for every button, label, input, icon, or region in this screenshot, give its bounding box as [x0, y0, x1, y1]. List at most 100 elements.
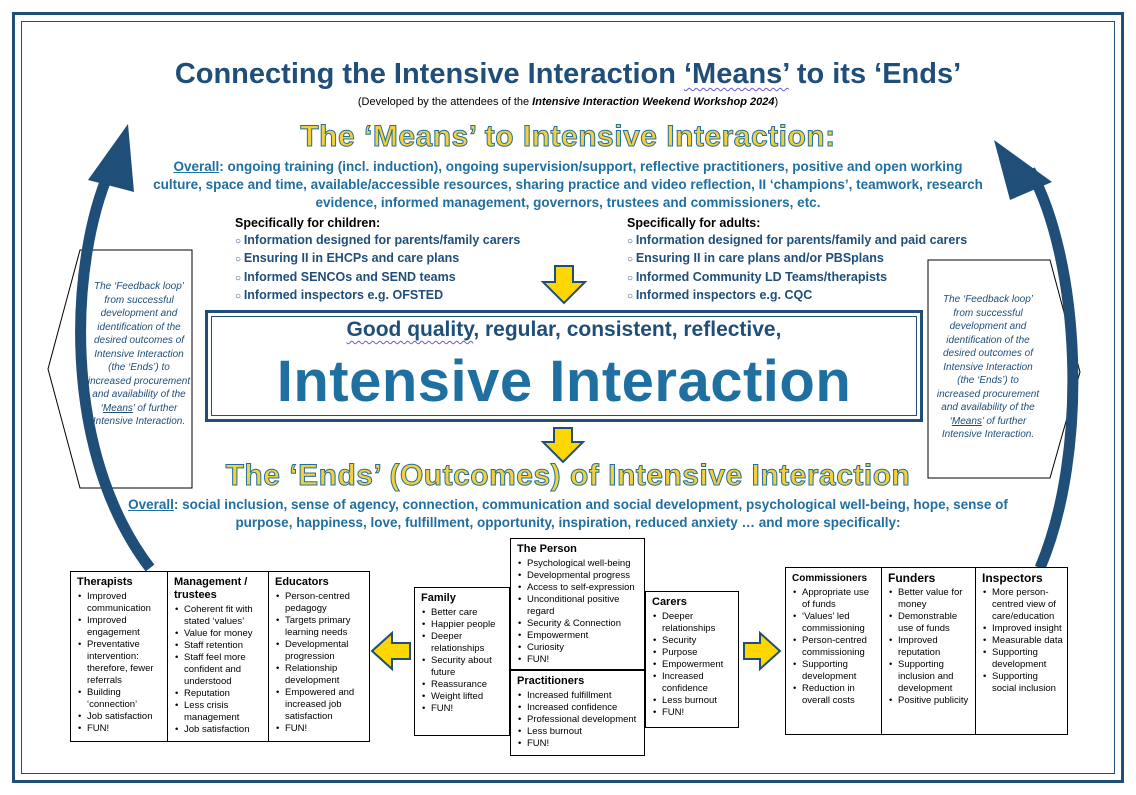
- list-item: Staff feel more confident and understood: [174, 652, 262, 688]
- list-item: Information designed for parents/family …: [627, 232, 1007, 251]
- left-arrow-icon: [370, 630, 411, 672]
- list-item: Value for money: [174, 628, 262, 640]
- list-item: Empowerment: [652, 659, 732, 671]
- list-item: Happier people: [421, 619, 503, 631]
- funders-column: Funders Better value for money Demonstra…: [881, 568, 975, 734]
- list-item: Supporting development: [792, 659, 875, 683]
- list-item: Informed SENCOs and SEND teams: [235, 269, 555, 288]
- list-item: Less crisis management: [174, 700, 262, 724]
- list-item: Professional development: [517, 714, 638, 726]
- list-item: Increased fulfillment: [517, 690, 638, 702]
- list-item: Improved communication: [77, 591, 161, 615]
- center-main-title: Intensive Interaction: [276, 349, 852, 414]
- list-item: Informed inspectors e.g. CQC: [627, 287, 1007, 306]
- list-item: Improved engagement: [77, 615, 161, 639]
- carers-box: Carers Deeper relationships Security Pur…: [645, 591, 739, 728]
- list-item: Supporting inclusion and development: [888, 659, 969, 695]
- adults-heading: Specifically for adults:: [627, 216, 761, 230]
- list-item: FUN!: [517, 738, 638, 750]
- list-item: Deeper relationships: [652, 611, 732, 635]
- list-item: Developmental progression: [275, 639, 365, 663]
- list-item: Measurable data: [982, 635, 1063, 647]
- list-item: Access to self-expression: [517, 582, 638, 594]
- feedback-chevron-icon: [927, 259, 1081, 479]
- family-box: Family Better care Happier people Deeper…: [414, 587, 510, 736]
- means-overall-text: Overall: ongoing training (incl. inducti…: [153, 159, 983, 210]
- list-item: Reputation: [174, 688, 262, 700]
- list-item: Person-centred commissioning: [792, 635, 875, 659]
- list-item: Ensuring II in care plans and/or PBSplan…: [627, 250, 1007, 269]
- list-item: Supporting social inclusion: [982, 671, 1063, 695]
- list-item: Ensuring II in EHCPs and care plans: [235, 250, 555, 269]
- list-item: Deeper relationships: [421, 631, 503, 655]
- list-item: Less burnout: [517, 726, 638, 738]
- commissioners-column: Commissioners Appropriate use of funds ‘…: [786, 568, 881, 734]
- list-item: Developmental progress: [517, 570, 638, 582]
- list-item: FUN!: [652, 707, 732, 719]
- children-heading: Specifically for children:: [235, 216, 381, 230]
- list-item: Increased confidence: [652, 671, 732, 695]
- ends-heading: The ‘Ends’ (Outcomes) of Intensive Inter…: [225, 459, 911, 493]
- list-item: Better value for money: [888, 587, 969, 611]
- list-item: Supporting development: [982, 647, 1063, 671]
- feedback-loop-right: The ‘Feedback loop’ from successful deve…: [936, 294, 1040, 440]
- down-arrow-icon: [540, 427, 586, 464]
- list-item: Increased confidence: [517, 702, 638, 714]
- list-item: FUN!: [275, 723, 365, 735]
- page-subtitle: (Developed by the attendees of the Inten…: [357, 96, 779, 108]
- center-descriptor: Good quality, regular, consistent, refle…: [346, 318, 782, 341]
- curved-arrow-icon: [75, 124, 155, 572]
- list-item: Job satisfaction: [174, 724, 262, 736]
- practitioners-box: Practitioners Increased fulfillment Incr…: [510, 670, 645, 756]
- educators-column: Educators Person-centred pedagogy Target…: [268, 572, 371, 741]
- list-item: Psychological well-being: [517, 558, 638, 570]
- outer-frame: [12, 12, 1124, 783]
- right-outcome-group: Commissioners Appropriate use of funds ‘…: [785, 567, 1068, 735]
- list-item: Information designed for parents/family …: [235, 232, 555, 251]
- list-item: Informed inspectors e.g. OFSTED: [235, 287, 555, 306]
- curved-arrow-icon: [994, 140, 1079, 571]
- feedback-loop-left: The ‘Feedback loop’ from successful deve…: [87, 281, 191, 427]
- list-item: Reduction in overall costs: [792, 683, 875, 707]
- list-item: More person-centred view of care/educati…: [982, 587, 1063, 623]
- list-item: Relationship development: [275, 663, 365, 687]
- list-item: Better care: [421, 607, 503, 619]
- list-item: Security & Connection: [517, 618, 638, 630]
- list-item: Improved reputation: [888, 635, 969, 659]
- list-item: Positive publicity: [888, 695, 969, 707]
- therapists-column: Therapists Improved communication Improv…: [71, 572, 167, 741]
- list-item: Security: [652, 635, 732, 647]
- means-adults-list: Specifically for adults: Information des…: [627, 215, 1007, 306]
- right-arrow-icon: [743, 630, 782, 672]
- list-item: Informed Community LD Teams/therapists: [627, 269, 1007, 288]
- list-item: FUN!: [517, 654, 638, 666]
- list-item: Demonstrable use of funds: [888, 611, 969, 635]
- ends-overall-text: Overall: social inclusion, sense of agen…: [128, 497, 1008, 530]
- list-item: Building ‘connection’: [77, 687, 161, 711]
- means-heading: The ‘Means’ to Intensive Interaction:: [300, 120, 836, 154]
- person-box: The Person Psychological well-being Deve…: [510, 538, 645, 670]
- list-item: Unconditional positive regard: [517, 594, 638, 618]
- list-item: Targets primary learning needs: [275, 615, 365, 639]
- inspectors-column: Inspectors More person-centred view of c…: [975, 568, 1069, 734]
- list-item: Security about future: [421, 655, 503, 679]
- title-means-word: ‘Means’: [683, 58, 789, 90]
- list-item: Weight lifted: [421, 691, 503, 703]
- left-outcome-group: Therapists Improved communication Improv…: [70, 571, 370, 742]
- list-item: Appropriate use of funds: [792, 587, 875, 611]
- list-item: Reassurance: [421, 679, 503, 691]
- list-item: FUN!: [421, 703, 503, 715]
- means-children-list: Specifically for children: Information d…: [235, 215, 555, 306]
- list-item: ‘Values’ led commissioning: [792, 611, 875, 635]
- list-item: FUN!: [77, 723, 161, 735]
- list-item: Less burnout: [652, 695, 732, 707]
- list-item: Improved insight: [982, 623, 1063, 635]
- inner-frame: [21, 21, 1115, 774]
- list-item: Job satisfaction: [77, 711, 161, 723]
- list-item: Curiosity: [517, 642, 638, 654]
- list-item: Purpose: [652, 647, 732, 659]
- list-item: Empowerment: [517, 630, 638, 642]
- list-item: Empowered and increased job satisfaction: [275, 687, 365, 723]
- list-item: Person-centred pedagogy: [275, 591, 365, 615]
- list-item: Coherent fit with stated ‘values’: [174, 604, 262, 628]
